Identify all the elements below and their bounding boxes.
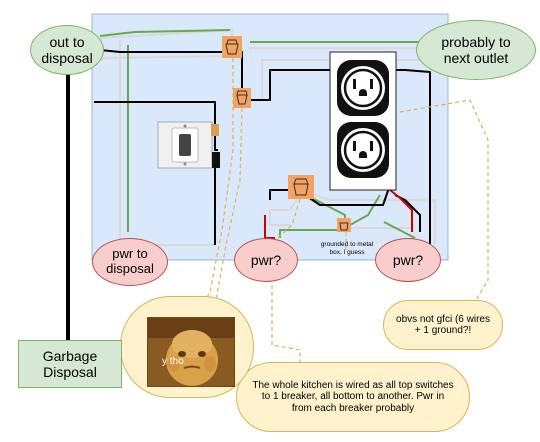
- grounded-note-text: grounded to metal box, I guess: [320, 241, 374, 256]
- pwr-to-disposal-text: pwr to disposal: [106, 246, 154, 276]
- hot-wire: [269, 189, 295, 200]
- light-switch-icon: [157, 121, 220, 169]
- wire-nut-icon: [233, 88, 251, 108]
- wire-nut-icon: [337, 218, 351, 232]
- white-wire: [249, 47, 440, 50]
- hot-wire: [304, 184, 391, 206]
- white-wire: [269, 194, 301, 226]
- obvs-not-gfci-note: obvs not gfci (6 wires + 1 ground?!: [383, 300, 503, 350]
- wire-nut-icon: [288, 175, 314, 199]
- hot-wire: [99, 49, 243, 90]
- garbage-disposal-box: Garbage Disposal: [18, 340, 122, 388]
- duplex-outlet-icon: [329, 51, 397, 191]
- pwr-right-text: pwr?: [392, 251, 424, 268]
- pwr-left-text: pwr?: [250, 251, 282, 268]
- ground-wire: [383, 221, 416, 239]
- pwr-to-disposal-label: pwr to disposal: [92, 238, 168, 286]
- next-outlet-label: probably to next outlet: [416, 20, 536, 80]
- white-wire: [314, 194, 436, 245]
- kitchen-wiring-note: The whole kitchen is wired as all top sw…: [236, 362, 470, 432]
- next-outlet-text: probably to next outlet: [441, 33, 511, 66]
- grounded-note: grounded to metal box, I guess: [316, 238, 378, 260]
- ground-wire: [349, 194, 381, 226]
- white-wire: [99, 55, 231, 61]
- meme-caption: y tho: [162, 356, 184, 367]
- wire-nut-icon: [222, 36, 242, 58]
- meme-face-icon: [148, 318, 234, 386]
- obvs-not-gfci-text: obvs not gfci (6 wires + 1 ground?!: [396, 313, 490, 337]
- pwr-right-label: pwr?: [375, 238, 441, 282]
- kitchen-wiring-text: The whole kitchen is wired as all top sw…: [252, 379, 454, 414]
- meme-image: y tho: [147, 317, 235, 387]
- out-to-disposal-text: out to disposal: [41, 33, 93, 66]
- red-wire: [389, 189, 413, 232]
- ground-wire: [99, 29, 231, 37]
- pwr-left-label: pwr?: [234, 238, 298, 282]
- out-to-disposal-label: out to disposal: [30, 25, 104, 75]
- garbage-disposal-text: Garbage Disposal: [42, 347, 98, 380]
